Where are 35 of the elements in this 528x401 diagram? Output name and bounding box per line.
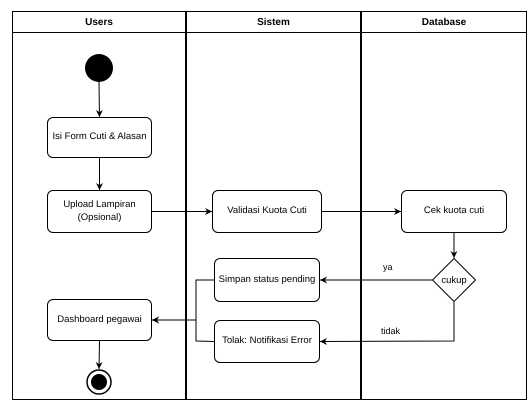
activity-box — [47, 299, 152, 341]
activity-box — [212, 190, 322, 233]
swimlane — [186, 11, 361, 400]
activity-box — [401, 190, 507, 233]
activity-box — [47, 190, 152, 233]
arrow — [320, 302, 454, 345]
arrow — [152, 316, 214, 342]
activity-label: Simpan status pending — [218, 274, 316, 286]
activity-label: Isi Form Cuti & Alasan — [52, 131, 146, 144]
arrow — [96, 82, 103, 118]
arrow — [320, 276, 432, 284]
lane-header: Database — [422, 16, 466, 28]
activity-label: Validasi Kuota Cuti — [227, 205, 307, 218]
edge-label: tidak — [380, 326, 402, 336]
activity-label: Upload Lampiran (Opsional) — [62, 199, 137, 224]
arrow — [152, 208, 212, 215]
activity-label: Dashboard pegawai — [57, 314, 142, 326]
swimlane — [361, 11, 527, 400]
decision-label: cukup — [441, 274, 467, 286]
activity-label: Tolak: Notifikasi Error — [222, 335, 312, 348]
lane-header: Sistem — [257, 16, 290, 28]
decision-diamond — [432, 258, 476, 302]
swimlane — [12, 11, 186, 400]
lane-header: Users — [85, 16, 113, 28]
arrow — [450, 232, 458, 258]
activity-box — [47, 117, 152, 158]
end-node — [86, 369, 112, 395]
activity-box — [214, 258, 320, 302]
arrow — [96, 158, 103, 190]
arrow — [96, 340, 103, 370]
activity-box — [214, 320, 320, 363]
edge-label: ya — [382, 262, 394, 272]
activity-label: Cek kuota cuti — [424, 205, 484, 218]
start-node — [85, 54, 113, 82]
arrow — [322, 208, 402, 215]
